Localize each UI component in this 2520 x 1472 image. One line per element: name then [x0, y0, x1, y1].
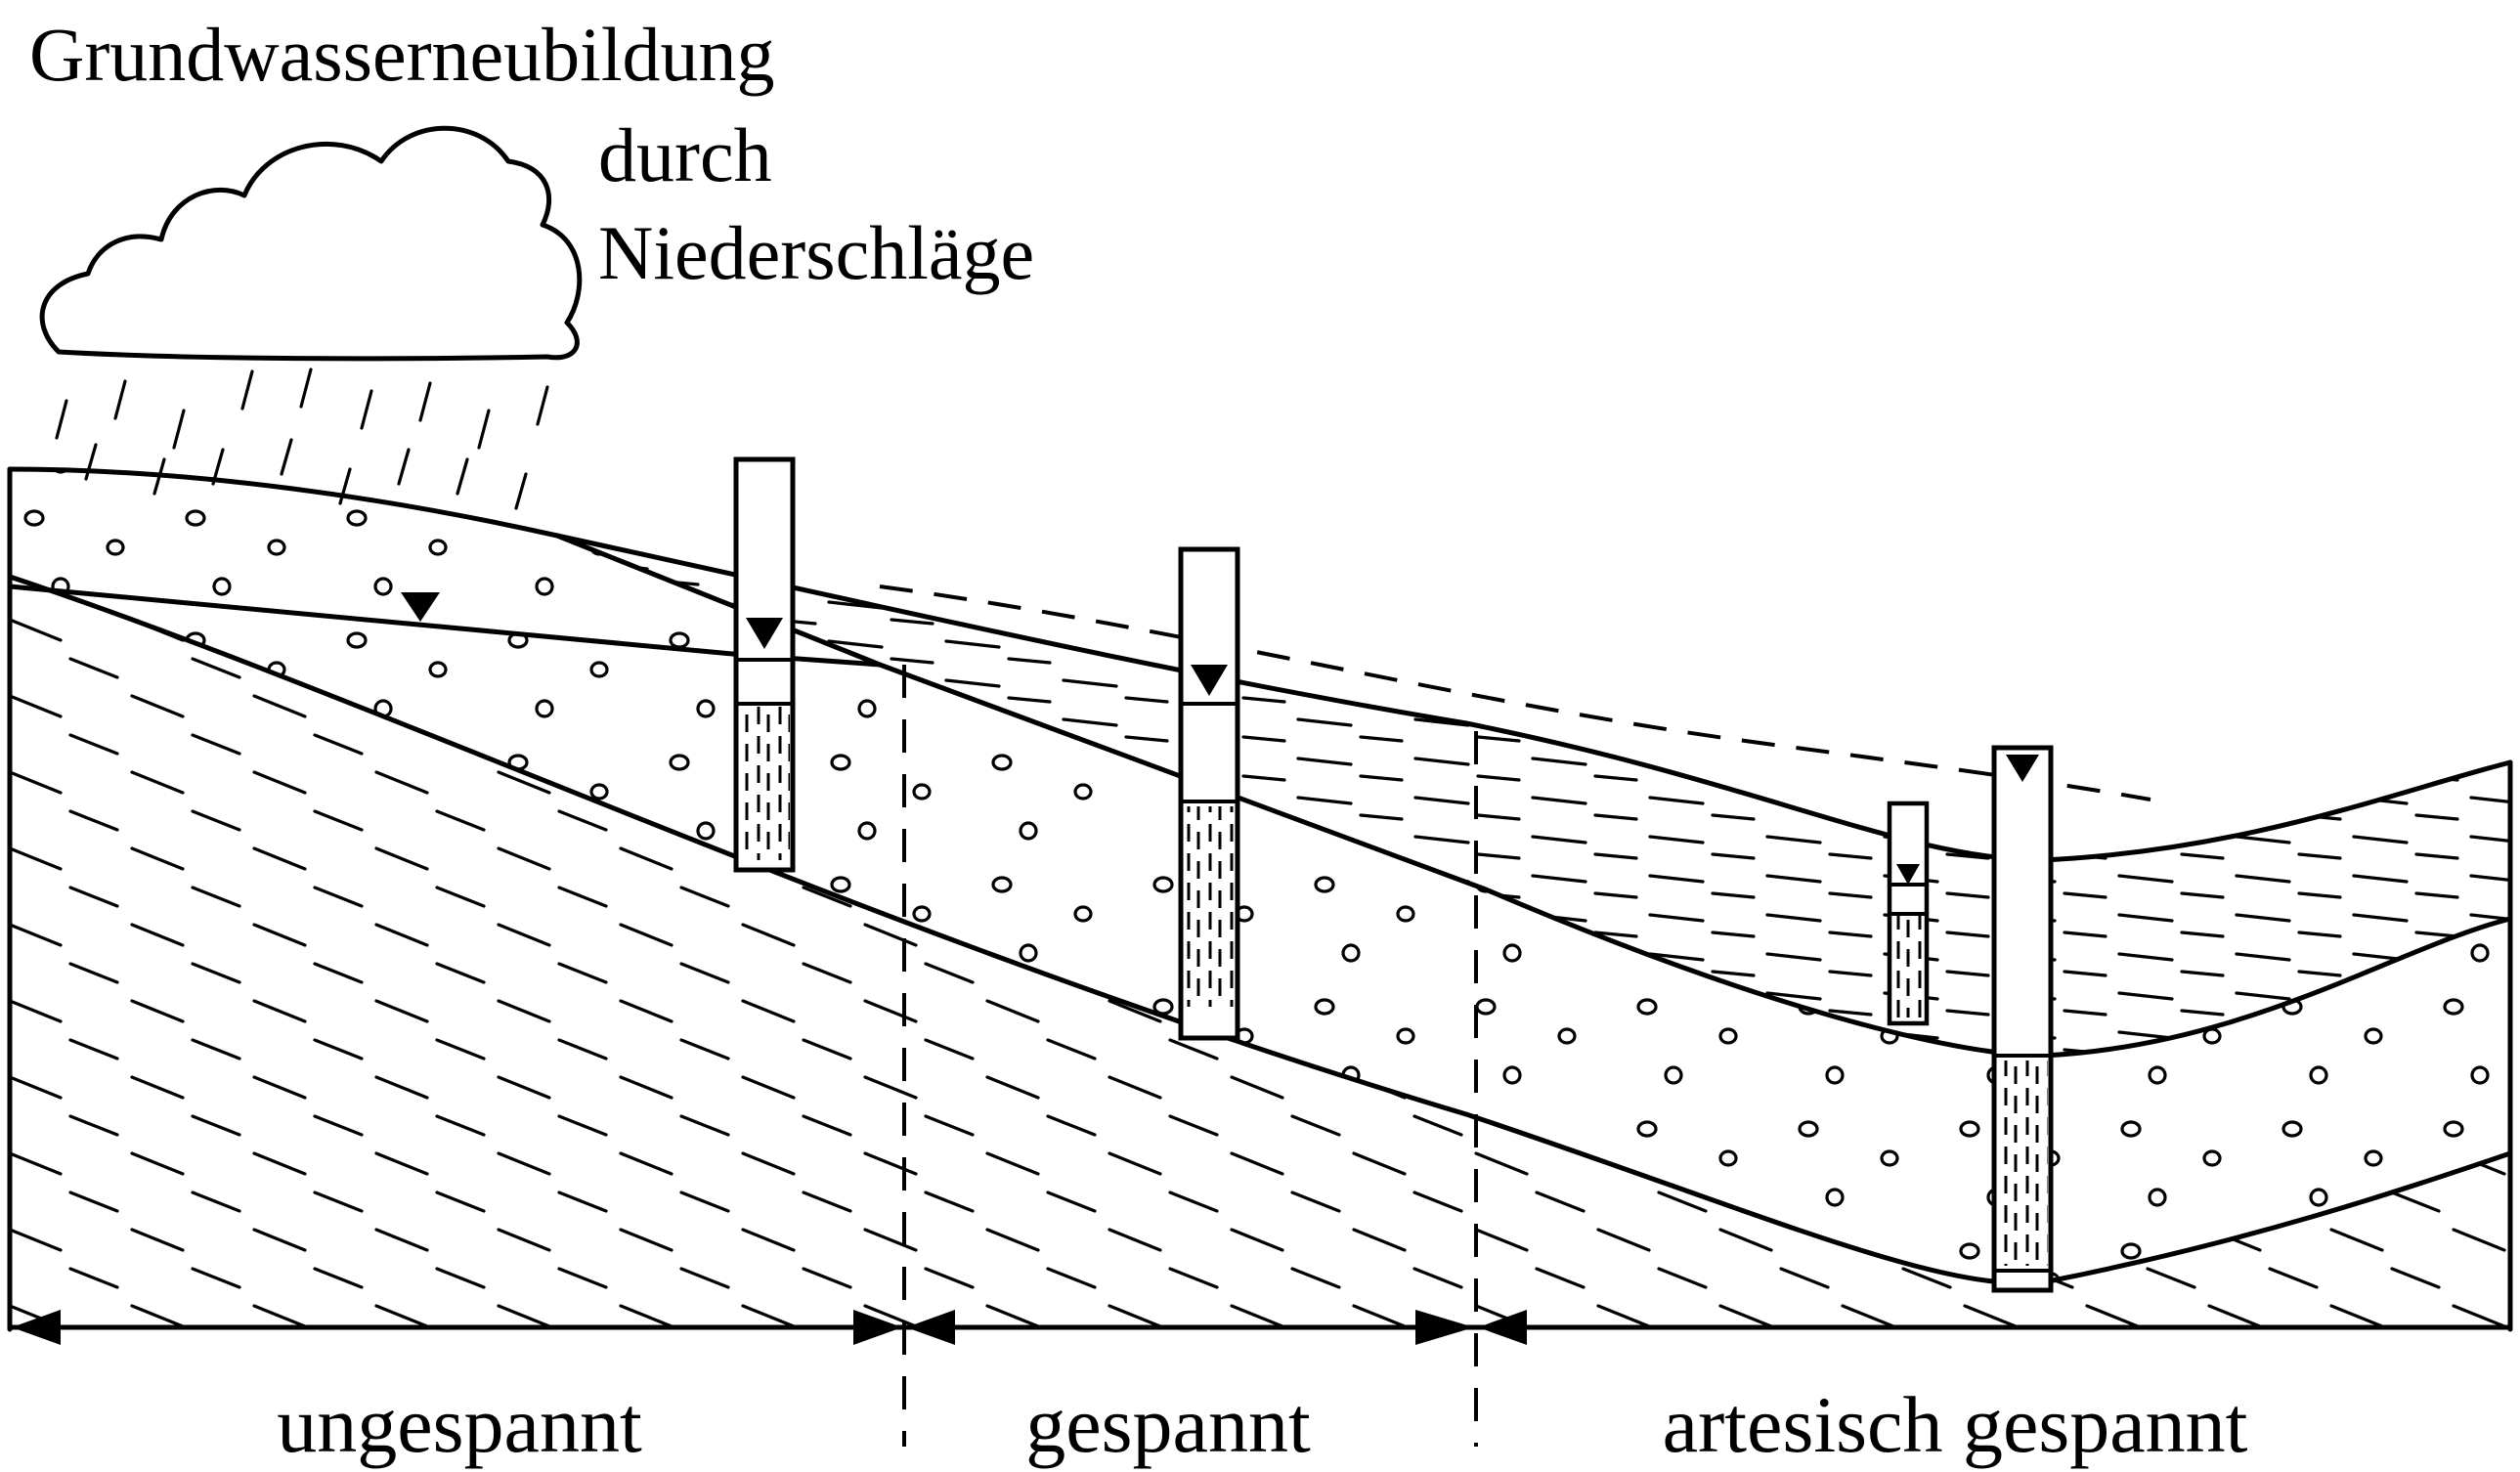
well-3 — [1887, 801, 1930, 1026]
title-line-1: Grundwasserneubildung — [29, 12, 775, 97]
well-4 — [1991, 745, 2054, 1293]
lower-aquitard-layer — [10, 577, 2510, 1329]
dimension-arrow-icon — [1478, 1310, 1527, 1345]
water-level-triangle-icon — [1191, 665, 1228, 696]
aquifer-base-line — [7, 574, 2513, 1286]
dimension-arrow-icon — [906, 1310, 955, 1345]
zone-label-gespannt: gespannt — [1025, 1380, 1311, 1469]
water-level-triangle-icon — [1896, 864, 1920, 885]
dimension-arrow-icon — [853, 1310, 902, 1345]
title-line-2: durch — [598, 112, 772, 197]
water-level-triangle-icon — [2006, 755, 2039, 782]
ground-surface — [7, 466, 2513, 863]
zone-dimension-bar — [7, 1310, 2513, 1345]
dimension-arrow-icon — [12, 1310, 61, 1345]
water-level-triangle-icon — [746, 618, 783, 649]
water-level-triangle-icon — [401, 592, 440, 622]
zone-label-ungespannt: ungespannt — [277, 1380, 642, 1469]
aquifer-layer — [10, 577, 2510, 1283]
rain-icon — [55, 368, 549, 510]
cloud-icon — [39, 125, 583, 362]
dimension-arrow-icon — [1415, 1310, 1474, 1345]
title-line-3: Niederschläge — [598, 210, 1034, 295]
well-2 — [1178, 546, 1240, 1041]
well-1 — [733, 456, 796, 873]
unsaturated-zone — [10, 469, 880, 665]
zone-label-artesisch: artesisch gespannt — [1663, 1380, 2248, 1469]
